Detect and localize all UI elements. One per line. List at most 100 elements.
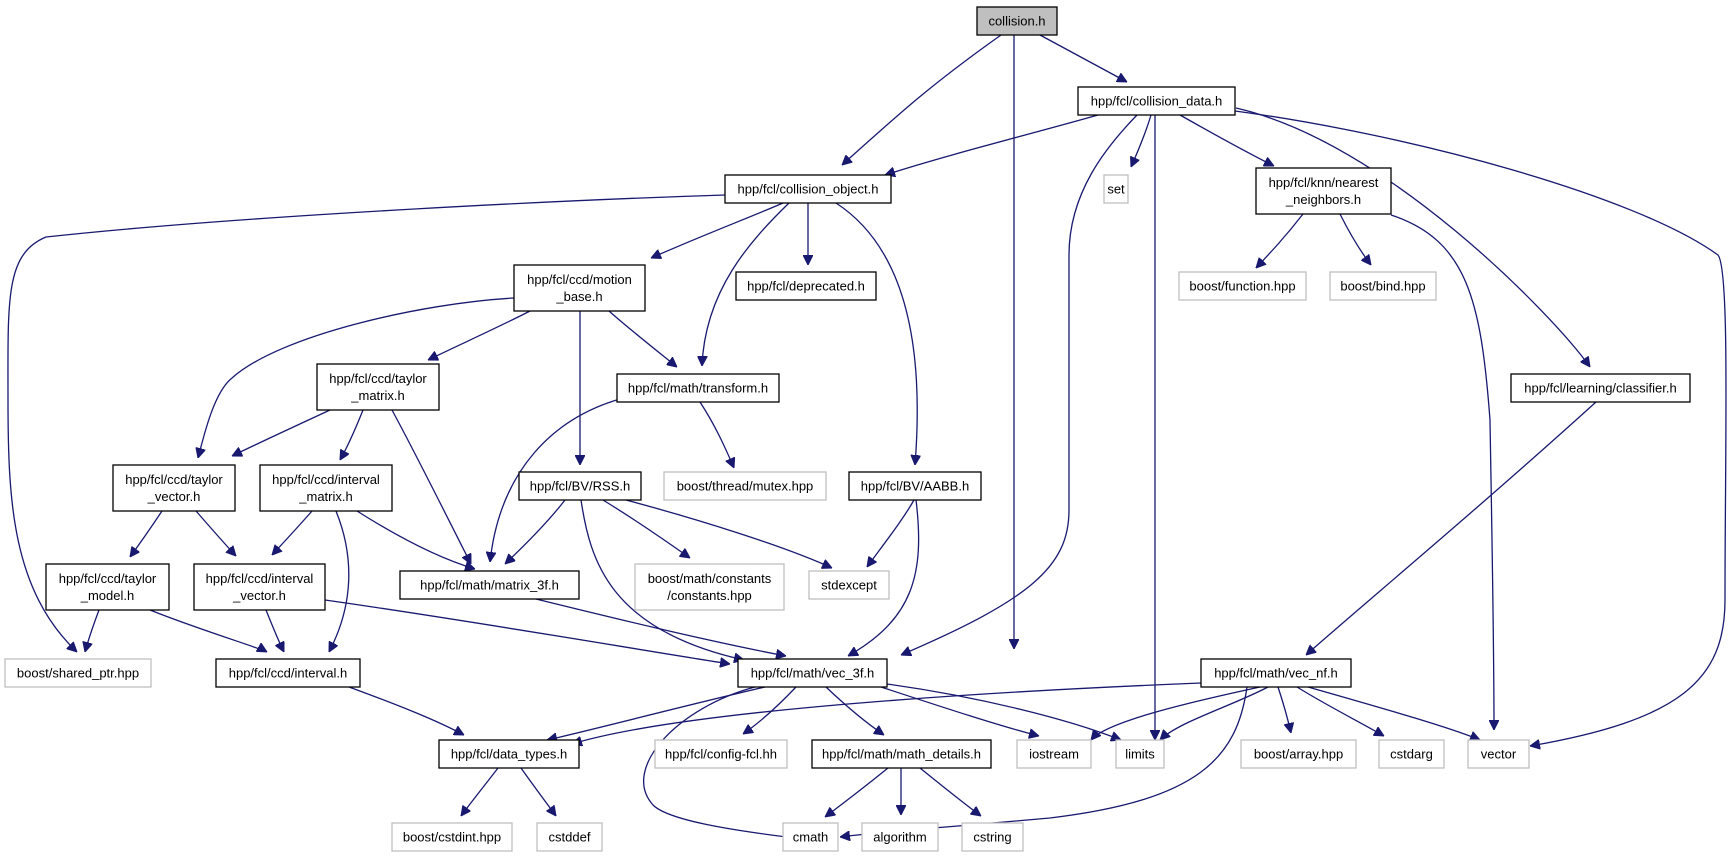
node-n19[interactable]: hpp/fcl/math/matrix_3f.h xyxy=(399,570,580,600)
node-n9[interactable]: hpp/fcl/ccd/taylor_matrix.h xyxy=(316,363,440,411)
node-label: hpp/fcl/ccd/taylor xyxy=(125,472,223,487)
node-label: boost/math/constants xyxy=(648,571,772,586)
node-box xyxy=(1200,658,1352,688)
node-n13[interactable]: hpp/fcl/ccd/interval_matrix.h xyxy=(259,464,393,512)
node-n26[interactable]: hpp/fcl/data_types.h xyxy=(438,739,580,769)
node-label: set xyxy=(1107,182,1125,197)
node-box xyxy=(1240,739,1357,769)
node-n11[interactable]: hpp/fcl/learning/classifier.h xyxy=(1510,373,1691,403)
node-box xyxy=(193,563,326,611)
node-label: iostream xyxy=(1029,747,1079,762)
node-label: _vector.h xyxy=(232,588,286,603)
node-n16[interactable]: hpp/fcl/BV/AABB.h xyxy=(848,471,982,501)
edge-n9-n12 xyxy=(232,409,331,456)
node-box xyxy=(848,471,982,501)
edge-n18-n24 xyxy=(324,599,730,664)
node-box xyxy=(1016,739,1092,769)
node-box xyxy=(1103,174,1129,204)
node-box xyxy=(616,373,780,403)
node-label: hpp/fcl/math/vec_3f.h xyxy=(751,666,875,681)
node-box xyxy=(961,822,1024,852)
edge-n2-n16 xyxy=(835,202,917,465)
node-n22: boost/shared_ptr.hpp xyxy=(4,658,152,688)
node-n21: stdexcept xyxy=(808,570,890,600)
node-label: _model.h xyxy=(80,588,134,603)
edge-n14-n21 xyxy=(625,499,832,568)
node-box xyxy=(1115,739,1165,769)
node-box xyxy=(536,822,603,852)
node-label: hpp/fcl/math/vec_nf.h xyxy=(1214,666,1338,681)
node-box xyxy=(316,363,440,411)
nodes-layer: collision.h hpp/fcl/collision_data.h hpp/f… xyxy=(4,6,1691,852)
node-label: cstring xyxy=(973,830,1011,845)
edge-n4-n8 xyxy=(1339,213,1371,265)
node-n18[interactable]: hpp/fcl/ccd/interval _vector.h xyxy=(193,563,326,611)
node-box xyxy=(1329,271,1437,301)
node-label: boost/shared_ptr.hpp xyxy=(17,666,139,681)
node-label: boost/cstdint.hpp xyxy=(403,830,501,845)
node-box xyxy=(4,658,152,688)
node-label: boost/function.hpp xyxy=(1189,279,1295,294)
node-label: boost/bind.hpp xyxy=(1340,279,1425,294)
edge-n24-n27 xyxy=(743,686,797,734)
edge-n24-n36 xyxy=(642,686,795,838)
node-n24[interactable]: hpp/fcl/math/vec_3f.h xyxy=(737,658,888,688)
edge-n14-n19 xyxy=(505,499,566,564)
node-label: stdexcept xyxy=(821,578,877,593)
edge-n17-n23 xyxy=(149,609,267,653)
node-label: hpp/fcl/config-fcl.hh xyxy=(665,747,777,762)
edge-n1-n3 xyxy=(1131,114,1152,167)
node-n27: hpp/fcl/config-fcl.hh xyxy=(654,739,788,769)
node-label: /constants.hpp xyxy=(667,588,752,603)
edge-n24-n28 xyxy=(825,686,884,735)
node-box xyxy=(663,471,827,501)
node-n2[interactable]: hpp/fcl/collision_object.h xyxy=(724,174,892,204)
node-n28[interactable]: hpp/fcl/math/math_details.h xyxy=(811,739,992,769)
edge-n1-n11 xyxy=(1235,107,1590,367)
node-label: hpp/fcl/ccd/motion xyxy=(527,272,632,287)
node-label: hpp/fcl/BV/AABB.h xyxy=(861,479,969,494)
node-n5[interactable]: hpp/fcl/ccd/motion_base.h xyxy=(513,264,646,312)
edge-n0-n1 xyxy=(1039,34,1127,83)
node-box xyxy=(45,563,170,611)
node-n14[interactable]: hpp/fcl/BV/RSS.h xyxy=(518,471,642,501)
node-n23[interactable]: hpp/fcl/ccd/interval.h xyxy=(215,658,361,688)
node-box xyxy=(654,739,788,769)
edge-n13-n23 xyxy=(328,510,350,652)
node-label: hpp/fcl/collision_data.h xyxy=(1091,94,1223,109)
edge-n10-n19 xyxy=(490,398,621,562)
node-label: collision.h xyxy=(988,14,1045,29)
node-n38: cstring xyxy=(961,822,1024,852)
node-label: hpp/fcl/math/transform.h xyxy=(628,381,768,396)
node-label: hpp/fcl/ccd/taylor xyxy=(59,571,157,586)
edge-n24-n26 xyxy=(547,686,766,740)
node-n37: algorithm xyxy=(861,822,939,852)
node-n1[interactable]: hpp/fcl/collision_data.h xyxy=(1077,86,1236,116)
node-box xyxy=(215,658,361,688)
node-n6[interactable]: hpp/fcl/deprecated.h xyxy=(735,271,877,301)
node-n17[interactable]: hpp/fcl/ccd/taylor _model.h xyxy=(45,563,170,611)
node-label: vector xyxy=(1481,747,1517,762)
node-n31: boost/array.hpp xyxy=(1240,739,1357,769)
node-box xyxy=(861,822,939,852)
node-label: hpp/fcl/knn/nearest xyxy=(1269,175,1379,190)
edge-n17-n22 xyxy=(85,609,100,652)
node-n10[interactable]: hpp/fcl/math/transform.h xyxy=(616,373,780,403)
node-n12[interactable]: hpp/fcl/ccd/taylor_vector.h xyxy=(112,464,236,512)
node-label: hpp/fcl/deprecated.h xyxy=(747,279,865,294)
node-label: boost/array.hpp xyxy=(1254,747,1343,762)
node-box xyxy=(259,464,393,512)
edge-n9-n13 xyxy=(339,409,364,460)
node-n20: boost/math/constants/constants.hpp xyxy=(634,563,785,611)
node-n4[interactable]: hpp/fcl/knn/nearest_neighbors.h xyxy=(1255,167,1392,215)
node-box xyxy=(976,6,1058,36)
node-n0[interactable]: collision.h xyxy=(976,6,1058,36)
edge-n25-n33 xyxy=(1307,686,1480,740)
node-n25[interactable]: hpp/fcl/math/vec_nf.h xyxy=(1200,658,1352,688)
node-label: limits xyxy=(1125,747,1155,762)
edge-n5-n10 xyxy=(608,310,677,367)
node-label: hpp/fcl/ccd/interval xyxy=(272,472,380,487)
edge-n26-n35 xyxy=(520,767,556,816)
edge-n1-n33 xyxy=(1234,110,1727,746)
node-label: hpp/fcl/ccd/interval xyxy=(206,571,314,586)
